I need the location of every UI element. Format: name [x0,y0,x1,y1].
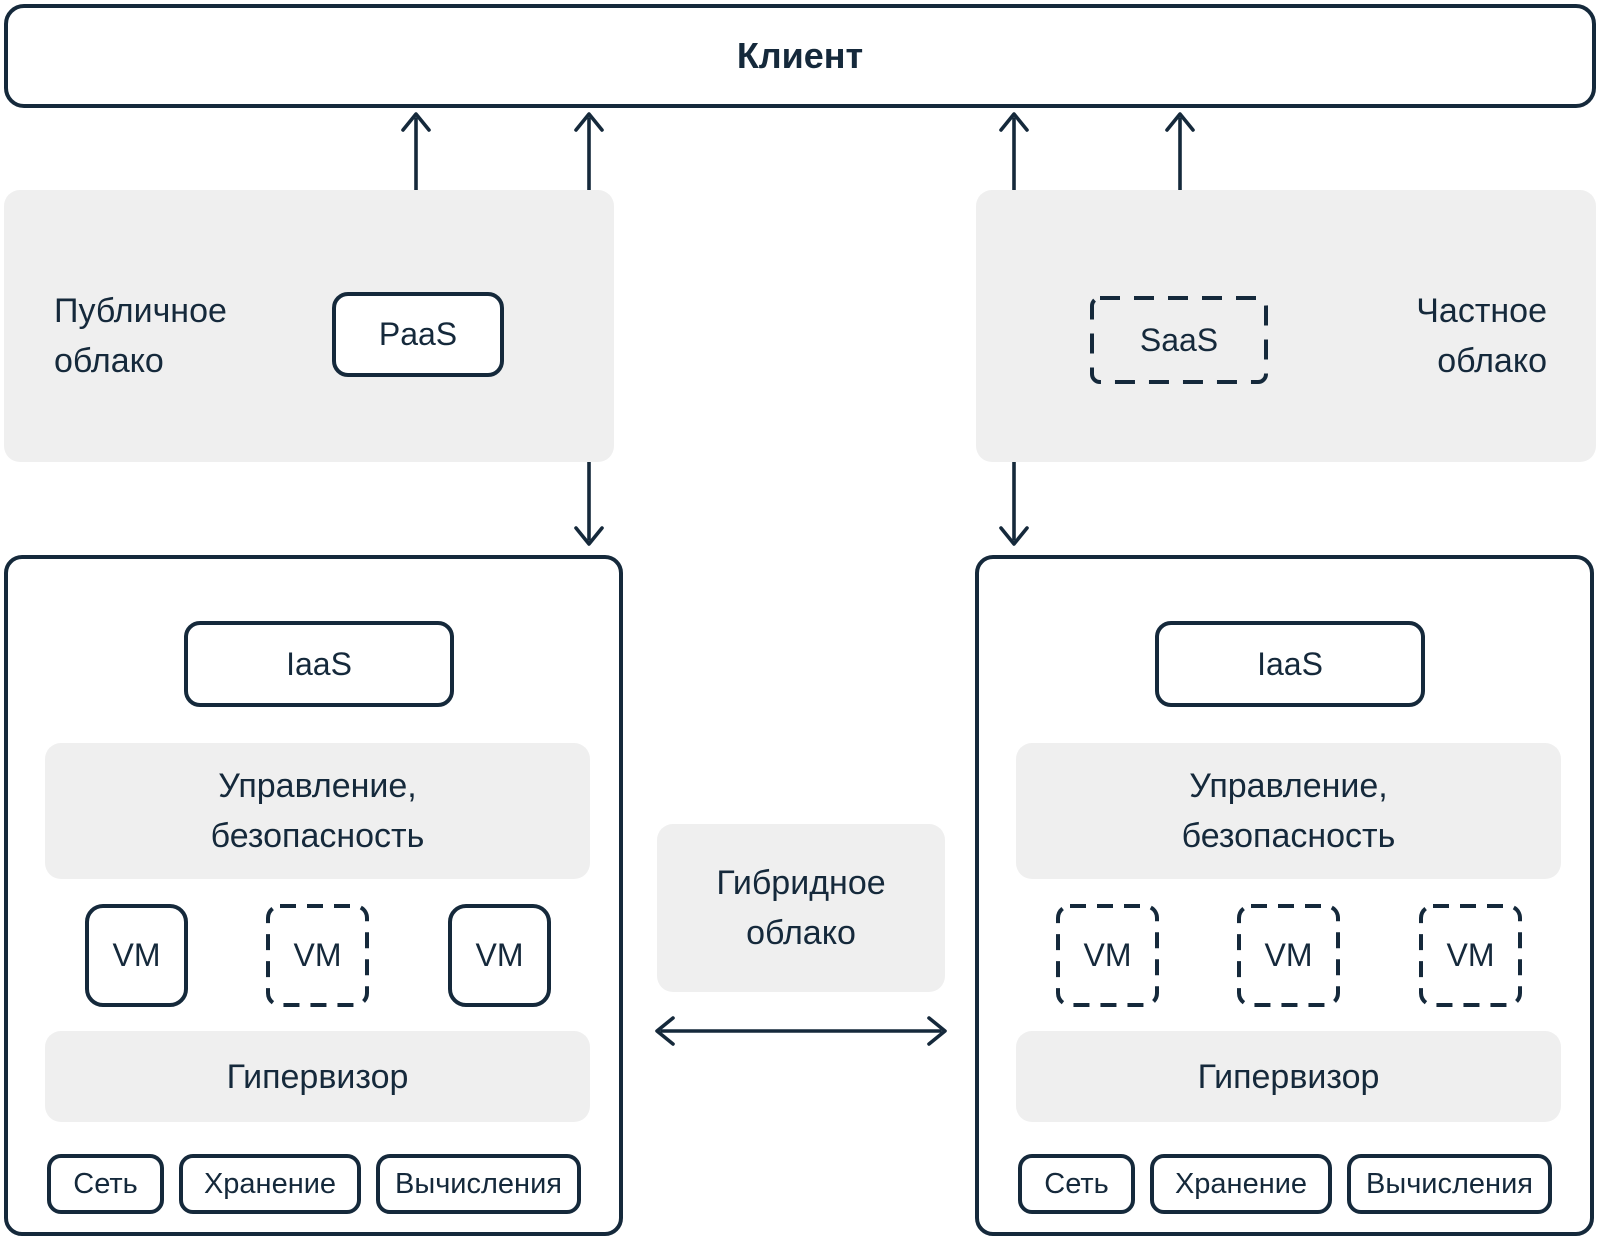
paas-label: PaaS [378,316,458,352]
vm-label: VM [1264,937,1313,973]
compute-label: Вычисления [1366,1167,1533,1200]
hybrid-cloud-box: Гибридное облако [657,824,945,992]
storage-chip: Хранение [179,1154,361,1214]
vm-box-dashed: VM [266,904,369,1007]
vm-label: VM [1083,937,1132,973]
saas-box: SaaS [1090,296,1268,384]
private-cloud-label: Частное облако [1416,292,1547,380]
hypervisor-label: Гипервизор [1197,1057,1380,1096]
public-infrastructure-box: IaaS Управление, безопасность VM VM VM Г… [4,555,623,1236]
private-management-panel: Управление, безопасность [1016,743,1561,879]
private-cloud-panel [976,190,1596,462]
public-cloud-panel [4,190,614,462]
arrow-hybrid-link [655,1016,947,1046]
storage-chip: Хранение [1150,1154,1332,1214]
vm-label: VM [1446,937,1495,973]
storage-label: Хранение [1174,1167,1308,1200]
vm-box: VM [448,904,551,1007]
saas-dashed-border [1090,296,1268,384]
private-hypervisor-panel: Гипервизор [1016,1031,1561,1122]
compute-label: Вычисления [395,1167,562,1200]
network-label: Сеть [73,1167,138,1200]
vm-dashed-border [266,904,369,1007]
vm-box: VM [85,904,188,1007]
public-iaas-box: IaaS [184,621,454,707]
compute-chip: Вычисления [376,1154,581,1214]
public-management-panel: Управление, безопасность [45,743,590,879]
storage-label: Хранение [203,1167,337,1200]
vm-dashed-border [1056,904,1159,1007]
client-box: Клиент [4,4,1596,108]
vm-box-dashed: VM [1056,904,1159,1007]
vm-label: VM [112,937,161,973]
vm-label: VM [475,937,524,973]
network-chip: Сеть [47,1154,164,1214]
network-label: Сеть [1044,1167,1109,1200]
client-label: Клиент [736,35,864,76]
vm-box-dashed: VM [1419,904,1522,1007]
iaas-label: IaaS [286,645,352,682]
network-chip: Сеть [1018,1154,1135,1214]
management-label: Управление, безопасность [210,767,425,855]
saas-label: SaaS [1139,321,1219,358]
private-iaas-box: IaaS [1155,621,1425,707]
iaas-label: IaaS [1257,645,1323,682]
vm-label: VM [293,937,342,973]
management-label: Управление, безопасность [1181,767,1396,855]
private-infrastructure-box: IaaS Управление, безопасность VM VM VM Г… [975,555,1594,1236]
paas-box: PaaS [332,292,504,377]
compute-chip: Вычисления [1347,1154,1552,1214]
public-cloud-label: Публичное облако [54,292,227,380]
hypervisor-label: Гипервизор [226,1057,409,1096]
vm-dashed-border [1419,904,1522,1007]
vm-dashed-border [1237,904,1340,1007]
hybrid-cloud-label: Гибридное облако [716,864,886,952]
public-hypervisor-panel: Гипервизор [45,1031,590,1122]
vm-box-dashed: VM [1237,904,1340,1007]
